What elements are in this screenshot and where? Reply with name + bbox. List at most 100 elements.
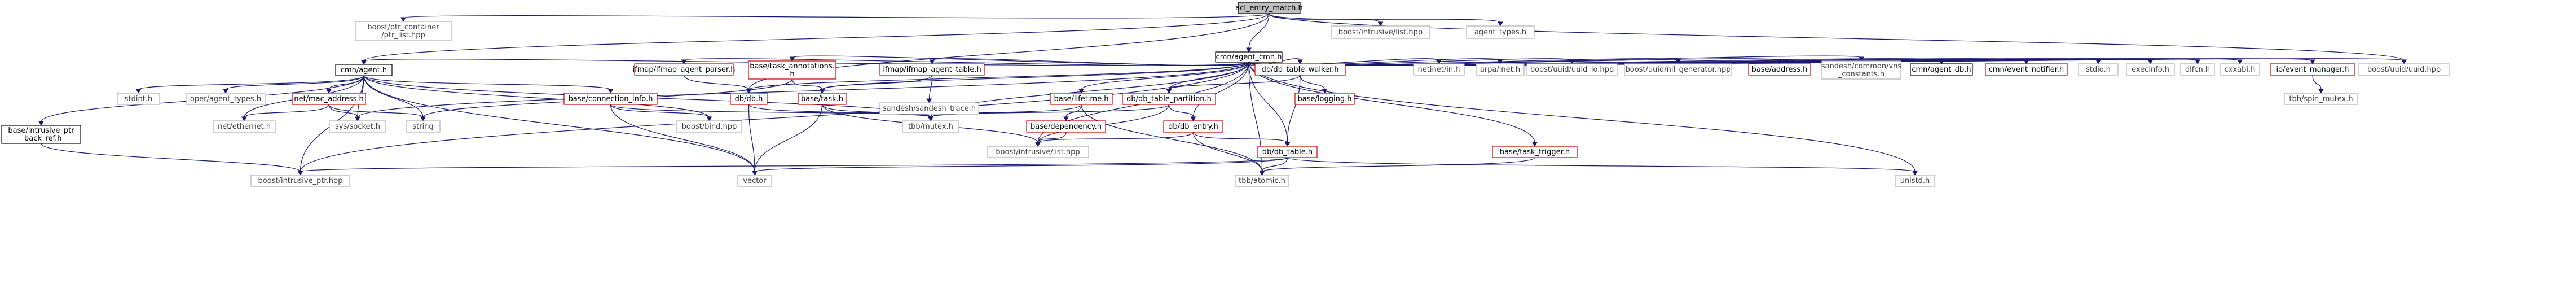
node-label: cmn/agent.h xyxy=(341,66,387,75)
node-cmn_agent_cmn[interactable]: cmn/agent_cmn.h xyxy=(1215,51,1283,63)
node-label: boost/uuid/nil_generator.hpp xyxy=(1626,66,1731,74)
node-label: base/task.h xyxy=(801,95,843,103)
node-ifmap_agent_parser[interactable]: ifmap/ifmap_agent_parser.h xyxy=(633,63,736,76)
node-box xyxy=(1466,25,1535,39)
node-cmn_agent_db[interactable]: cmn/agent_db.h xyxy=(1910,63,1973,76)
node-arpa_inet[interactable]: arpa/inet.h xyxy=(1476,63,1525,76)
node-oper_agent_types[interactable]: oper/agent_types.h xyxy=(186,93,266,105)
node-db_table_partition[interactable]: db/db_table_partition.h xyxy=(1122,93,1216,105)
edge-net_mac_address-string xyxy=(328,104,424,118)
edge-cmn_agent_cmn-unistd xyxy=(1248,62,1916,172)
node-label: net/ethernet.h xyxy=(218,123,271,131)
edge-arrow-db_table_walker-db_table_partition xyxy=(1166,89,1172,94)
node-box xyxy=(406,120,441,133)
node-base_task_trigger[interactable]: base/task_trigger.h xyxy=(1492,146,1578,158)
edge-base_connection_info-tbb_mutex xyxy=(610,104,931,118)
node-box xyxy=(798,93,847,105)
edge-arrow-base_task_annotations-string xyxy=(420,116,426,122)
edge-db_db-tbb_mutex xyxy=(748,104,931,118)
node-cmn_agent[interactable]: cmn/agent.h xyxy=(335,64,393,76)
node-base_intrusive_ptr_back_ref[interactable]: base/intrusive_ptr_back_ref.h xyxy=(1,125,81,144)
node-label: boost/uuid/uuid.hpp xyxy=(2367,66,2441,74)
node-unistd[interactable]: unistd.h xyxy=(1895,175,1935,187)
node-sys_socket[interactable]: sys/socket.h xyxy=(329,120,386,133)
node-box xyxy=(1235,175,1289,187)
node-execinfo[interactable]: execinfo.h xyxy=(2126,63,2175,76)
node-intrusive_list_hpp[interactable]: boost/intrusive/list.hpp xyxy=(987,146,1089,158)
node-boost_bind[interactable]: boost/bind.hpp xyxy=(676,120,742,133)
node-stdio[interactable]: stdio.h xyxy=(2078,63,2119,76)
node-base_task_annotations[interactable]: base/task_annotations.h xyxy=(748,60,836,80)
node-label: boost/intrusive/list.hpp xyxy=(996,148,1080,156)
node-db_db_table[interactable]: db/db_table.h xyxy=(1257,146,1318,158)
edge-arrow-db_db_table-unistd xyxy=(1912,171,1918,176)
node-layer: acl_entry_match.hboost/ptr_container/ptr… xyxy=(1,2,2450,187)
node-box xyxy=(1163,120,1223,133)
edge-db_db_table-tbb_atomic xyxy=(1261,157,1288,172)
node-label: unistd.h xyxy=(1900,177,1930,185)
node-box xyxy=(879,63,985,76)
edge-io_event_manager-tbb_spin_mutex xyxy=(2312,75,2322,90)
edge-acl_entry_match-cmn_agent_cmn xyxy=(1248,13,1270,49)
edge-arrow-cmn_agent-net_mac_address xyxy=(326,89,332,94)
node-base_dependency[interactable]: base/dependency.h xyxy=(1026,120,1106,133)
node-label: /ptr_list.hpp xyxy=(381,31,425,40)
node-base_logging[interactable]: base/logging.h xyxy=(1294,93,1355,105)
edge-acl_entry_match-agent_types xyxy=(1269,13,1501,23)
edge-cmn_agent_cmn-base_task_annotations xyxy=(791,55,1249,66)
node-tbb_atomic[interactable]: tbb/atomic.h xyxy=(1235,175,1289,187)
node-box xyxy=(292,93,366,105)
node-vector[interactable]: vector xyxy=(737,175,772,187)
node-sandesh_trace[interactable]: sandesh/sandesh_trace.h xyxy=(879,102,979,115)
node-tbb_spin_mutex[interactable]: tbb/spin_mutex.h xyxy=(2284,93,2358,105)
node-ifmap_agent_table[interactable]: ifmap/ifmap_agent_table.h xyxy=(879,63,985,76)
node-tbb_mutex[interactable]: tbb/mutex.h xyxy=(902,120,959,133)
node-db_db_entry[interactable]: db/db_entry.h xyxy=(1163,120,1223,133)
edge-acl_entry_match-uuid_hpp xyxy=(1269,13,2405,61)
node-net_ethernet[interactable]: net/ethernet.h xyxy=(213,120,276,133)
node-io_event_manager[interactable]: io/event_manager.h xyxy=(2270,63,2355,76)
node-box xyxy=(748,60,836,80)
node-intrusive_list[interactable]: boost/intrusive/list.hpp xyxy=(1331,25,1430,39)
node-string[interactable]: string xyxy=(406,120,441,133)
node-box xyxy=(1476,63,1525,76)
node-label: io/event_manager.h xyxy=(2276,66,2349,74)
node-label: base/task_annotations. xyxy=(750,62,835,71)
node-agent_types[interactable]: agent_types.h xyxy=(1466,25,1535,39)
node-dlfcn[interactable]: dlfcn.h xyxy=(2180,63,2215,76)
node-uuid_io[interactable]: boost/uuid/uuid_io.hpp xyxy=(1526,63,1618,76)
edge-cmn_agent_cmn-db_db_entry xyxy=(1192,62,1249,118)
node-uuid_hpp[interactable]: boost/uuid/uuid.hpp xyxy=(2358,63,2450,76)
node-db_db[interactable]: db/db.h xyxy=(730,93,768,105)
node-netinet_in[interactable]: netinet/in.h xyxy=(1413,63,1465,76)
node-base_lifetime[interactable]: base/lifetime.h xyxy=(1050,93,1113,105)
edge-cmn_agent_cmn-ifmap_agent_table xyxy=(931,58,1249,66)
node-label: dlfcn.h xyxy=(2185,66,2210,74)
node-cmn_event_notifier[interactable]: cmn/event_notifier.h xyxy=(1985,63,2068,76)
edge-cmn_agent-oper_agent_types xyxy=(225,75,364,90)
node-base_address[interactable]: base/address.h xyxy=(1748,63,1811,76)
edge-base_lifetime-base_dependency xyxy=(1065,104,1082,118)
node-intrusive_ptr[interactable]: boost/intrusive_ptr.hpp xyxy=(250,175,350,187)
edge-cmn_agent-vector xyxy=(363,75,755,172)
node-db_table_walker[interactable]: db/db_table_walker.h xyxy=(1254,63,1346,76)
node-sandesh_vns_constants[interactable]: sandesh/common/vns_constants.h xyxy=(1821,60,1902,80)
edge-arrow-base_intrusive_ptr_back_ref-intrusive_ptr xyxy=(297,171,303,176)
node-stdint[interactable]: stdint.h xyxy=(117,93,160,105)
node-net_mac_address[interactable]: net/mac_address.h xyxy=(292,93,366,105)
node-box xyxy=(2180,63,2215,76)
edge-base_task-vector xyxy=(754,104,823,172)
node-label: base/address.h xyxy=(1752,66,1808,74)
node-box xyxy=(213,120,276,133)
node-label: _back_ref.h xyxy=(20,134,62,143)
edge-db_table_partition-db_db_entry xyxy=(1168,104,1194,118)
edge-cmn_agent-stdint xyxy=(138,75,364,90)
node-label: boost/intrusive_ptr.hpp xyxy=(258,177,343,185)
node-ptr_list[interactable]: boost/ptr_container/ptr_list.hpp xyxy=(355,21,452,41)
node-label: agent_types.h xyxy=(1474,28,1526,37)
node-base_task[interactable]: base/task.h xyxy=(798,93,847,105)
node-base_connection_info[interactable]: base/connection_info.h xyxy=(563,93,658,105)
node-cxxabi[interactable]: cxxabi.h xyxy=(2220,63,2260,76)
node-label: ifmap/ifmap_agent_table.h xyxy=(883,66,981,74)
node-nil_generator[interactable]: boost/uuid/nil_generator.hpp xyxy=(1624,63,1732,76)
